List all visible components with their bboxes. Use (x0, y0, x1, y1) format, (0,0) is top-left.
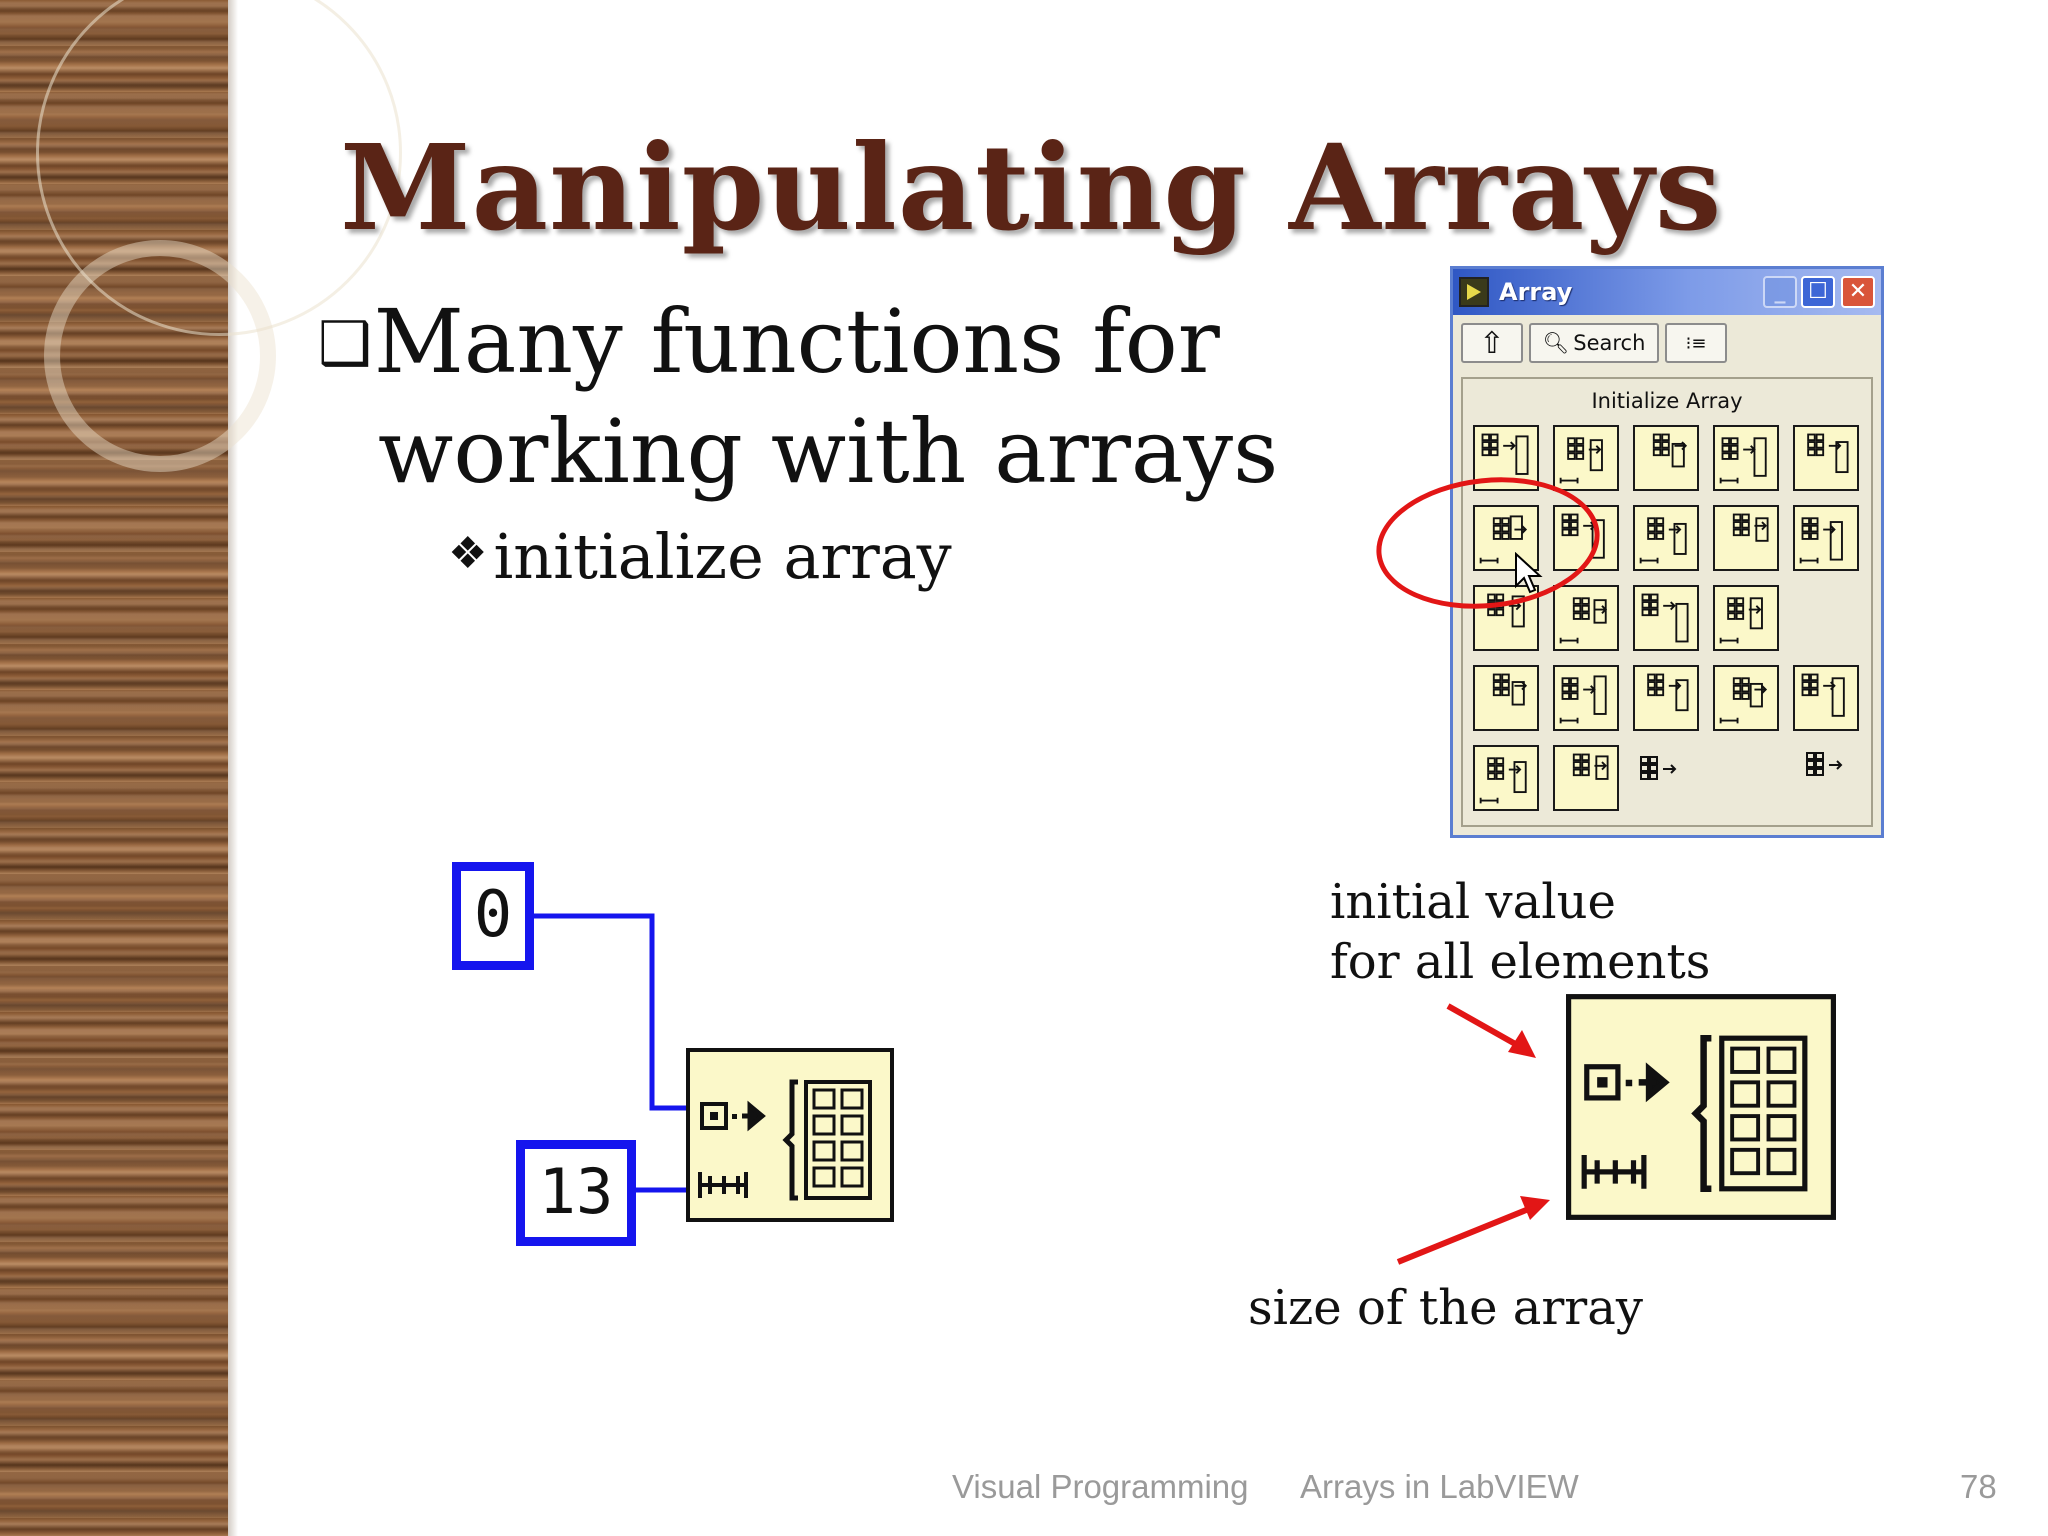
replace-array-subset-icon[interactable] (1633, 425, 1699, 491)
sidebar-shadow (228, 0, 238, 1536)
element-wire[interactable] (534, 913, 688, 1111)
footer-course: Visual Programming (952, 1468, 1249, 1505)
labview-app-icon (1459, 277, 1489, 307)
footer-topic: Arrays in LabVIEW (1300, 1468, 1579, 1505)
arrowhead-size (1520, 1196, 1550, 1220)
bullet-main-line1: Many functions for (373, 290, 1220, 393)
array-palette-window: Array _ ☐ ✕ ⇧ 🔍︎ Search ⁝≡ Initialize Ar… (1450, 266, 1884, 838)
size-constant[interactable]: 13 (516, 1140, 636, 1246)
palette-toolbar: ⇧ 🔍︎ Search ⁝≡ (1453, 315, 1881, 369)
array-subset-icon[interactable] (1633, 505, 1699, 571)
sort-1d-array-icon[interactable] (1473, 585, 1539, 651)
rotate-1d-array-icon[interactable] (1473, 665, 1539, 731)
palette-icon-panel: Initialize Array (1461, 377, 1873, 827)
bullet-main: ❑Many functions for working with arrays (318, 288, 1318, 506)
search-1d-array-icon[interactable] (1553, 585, 1619, 651)
close-button[interactable]: ✕ (1841, 276, 1875, 308)
search-label: Search (1573, 331, 1646, 355)
array-constant-icon[interactable] (1553, 745, 1619, 811)
arrow-initial-value (1446, 1003, 1528, 1053)
reshape-array-icon[interactable] (1793, 505, 1859, 571)
palette-title: Array (1499, 278, 1573, 306)
size-label: size of the array (1248, 1280, 1643, 1336)
bullet-sub-text: initialize array (493, 520, 952, 593)
array-size-icon[interactable] (1473, 425, 1539, 491)
initialize-array-icon[interactable] (1473, 505, 1539, 571)
initialize-array-node[interactable] (686, 1048, 894, 1222)
decimate-1d-array-icon[interactable] (1793, 665, 1859, 731)
arrow-size (1396, 1203, 1538, 1265)
array-max-min-icon[interactable] (1713, 505, 1779, 571)
up-arrow-button[interactable]: ⇧ (1461, 323, 1523, 363)
view-options-icon: ⁝≡ (1685, 332, 1707, 354)
initialize-array-node-enlarged (1566, 994, 1836, 1220)
interpolate-1d-array-icon[interactable] (1553, 665, 1619, 731)
decorative-ring-small (44, 240, 276, 472)
mouse-cursor-icon (1515, 552, 1543, 594)
search-button[interactable]: 🔍︎ Search (1529, 323, 1659, 363)
page-number: 78 (1960, 1468, 1997, 1505)
array-to-cluster-icon[interactable] (1633, 745, 1699, 811)
bullet-sub: ❖initialize array (448, 520, 952, 593)
diamond-bullet-icon: ❖ (448, 528, 488, 579)
slide-title: Manipulating Arrays (340, 118, 1723, 257)
minimize-button[interactable]: _ (1763, 276, 1797, 308)
square-bullet-icon: ❑ (318, 309, 372, 379)
initial-value-label: initial value for all elements (1330, 872, 1710, 992)
initial-value-line2: for all elements (1330, 934, 1711, 990)
search-icon: 🔍︎ (1542, 330, 1570, 355)
maximize-button[interactable]: ☐ (1801, 276, 1835, 308)
view-options-button[interactable]: ⁝≡ (1665, 323, 1727, 363)
threshold-1d-array-icon[interactable] (1633, 665, 1699, 731)
palette-titlebar[interactable]: Array _ ☐ ✕ (1453, 269, 1881, 315)
initial-value-line1: initial value (1330, 874, 1616, 930)
reverse-1d-array-icon[interactable] (1713, 585, 1779, 651)
element-constant[interactable]: 0 (452, 862, 534, 970)
index-array-icon[interactable] (1553, 425, 1619, 491)
interleave-1d-arrays-icon[interactable] (1713, 665, 1779, 731)
bullet-main-line2: working with arrays (378, 400, 1279, 503)
hovered-function-caption: Initialize Array (1591, 389, 1743, 413)
build-array-icon[interactable] (1553, 505, 1619, 571)
up-arrow-icon: ⇧ (1479, 325, 1505, 361)
arrowhead-initial-value (1508, 1030, 1536, 1058)
cluster-to-array-icon[interactable] (1793, 745, 1859, 811)
transpose-2d-array-icon[interactable] (1473, 745, 1539, 811)
split-1d-array-icon[interactable] (1633, 585, 1699, 651)
delete-from-array-icon[interactable] (1793, 425, 1859, 491)
insert-into-array-icon[interactable] (1713, 425, 1779, 491)
